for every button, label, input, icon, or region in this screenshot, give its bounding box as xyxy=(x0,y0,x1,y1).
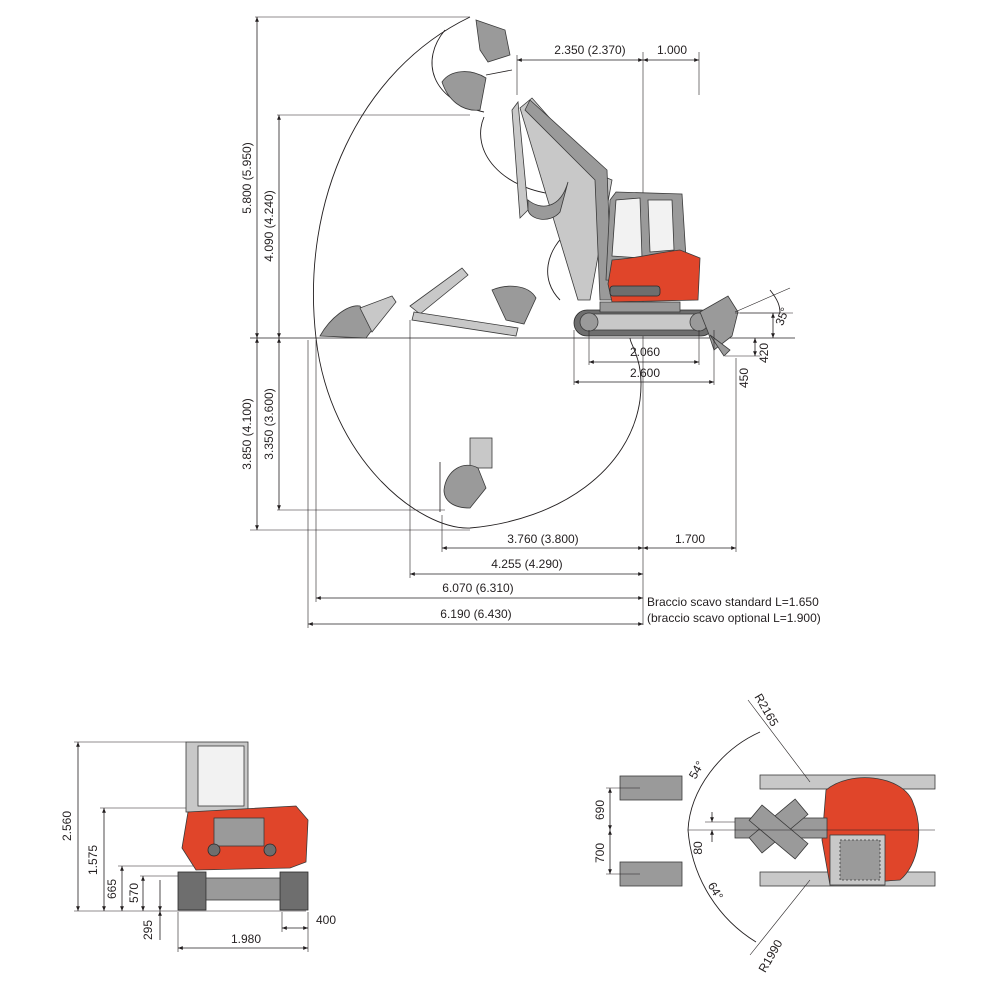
front-view: 2.560 1.575 665 570 295 400 1.980 xyxy=(60,741,336,952)
dozer-blade xyxy=(699,295,739,357)
arm-optional-note: (braccio scavo optional L=1.900) xyxy=(647,611,821,625)
front-665-label: 665 xyxy=(105,879,119,899)
blade-depth-label: 450 xyxy=(737,368,751,388)
front-left-track xyxy=(177,871,207,911)
tail-swing-label: 1.000 xyxy=(657,43,687,57)
working-range-envelope xyxy=(313,16,642,529)
front-right-track xyxy=(279,871,309,911)
track-length-label: 2.600 xyxy=(630,366,660,380)
reach-arm-label: 2.350 (2.370) xyxy=(554,43,625,57)
radius-2165-label: R2165 xyxy=(752,691,782,729)
front-295-label: 295 xyxy=(141,920,155,940)
front-width-label: 1.980 xyxy=(231,932,261,946)
arm-standard-note: Braccio scavo standard L=1.650 xyxy=(647,595,819,609)
deep-dig-bucket xyxy=(439,437,493,512)
vertical-depth-label: 3.350 (3.600) xyxy=(262,388,276,459)
max-depth-label: 3.850 (4.100) xyxy=(240,398,254,469)
swing-arc-right xyxy=(687,829,757,943)
inner-range-arc xyxy=(480,116,561,196)
top-view: R2165 R1990 54° 64° 690 700 80 xyxy=(593,691,936,975)
reaching-arm-low xyxy=(319,295,397,339)
side-view: 5.800 (5.950) 4.090 (4.240) 3.850 (4.100… xyxy=(240,16,821,628)
offset-690-label: 690 xyxy=(593,800,607,820)
front-570-label: 570 xyxy=(127,883,141,903)
front-height-label: 2.560 xyxy=(60,811,74,841)
front-cab-label: 1.575 xyxy=(86,845,100,875)
angle-54-label: 54° xyxy=(686,758,707,781)
dump-height-label: 4.090 (4.240) xyxy=(262,190,276,261)
reach-4255-label: 4.255 (4.290) xyxy=(491,557,562,571)
raised-boom xyxy=(511,97,613,301)
blade-angle-label: 35° xyxy=(772,305,792,327)
reach-6190-label: 6.190 (6.430) xyxy=(440,607,511,621)
blade-distance-label: 1.700 xyxy=(675,532,705,546)
angle-64-label: 64° xyxy=(705,880,726,903)
swing-arc-left xyxy=(687,731,761,831)
top-bucket xyxy=(441,19,513,111)
offset-700-label: 700 xyxy=(593,843,607,863)
reach-6070-label: 6.070 (6.310) xyxy=(442,581,513,595)
offset-80-label: 80 xyxy=(691,841,705,855)
track-inner-label: 2.060 xyxy=(630,345,660,359)
max-height-label: 5.800 (5.950) xyxy=(240,142,254,213)
side-track xyxy=(573,301,715,337)
reaching-arm-mid xyxy=(409,267,537,337)
upper-structure xyxy=(605,191,701,303)
front-400-label: 400 xyxy=(316,913,336,927)
dig-reach-label: 3.760 (3.800) xyxy=(507,532,578,546)
blade-height-label: 420 xyxy=(757,343,771,363)
